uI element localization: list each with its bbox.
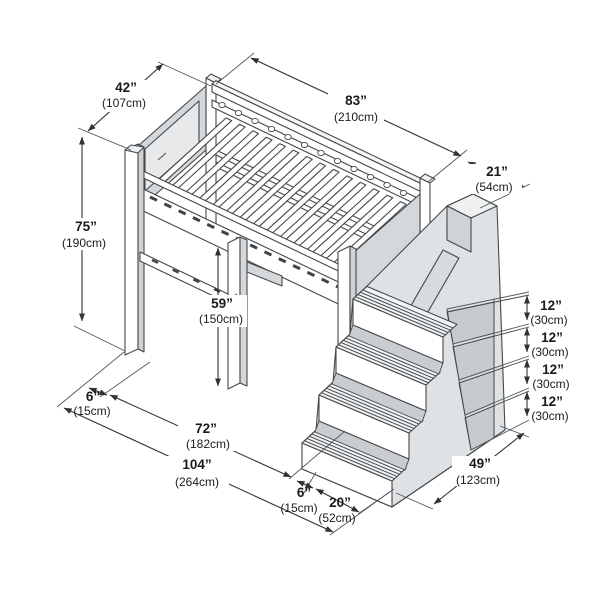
label-shelf-3: 12” [542, 362, 564, 377]
label-under-bed-length-metric: (182cm) [186, 437, 230, 451]
label-stair-depth: 49” [469, 456, 491, 471]
label-shelf-4: 12” [541, 394, 563, 409]
label-bed-length: 83” [345, 93, 367, 108]
label-bed-width-metric: (107cm) [102, 96, 146, 110]
label-overall-height: 75” [75, 219, 97, 234]
label-shelf-1-metric: (30cm) [530, 313, 567, 327]
label-step-depth: 20” [329, 495, 351, 510]
dim-line-front-offset [296, 480, 314, 489]
label-shelf-1: 12” [540, 298, 562, 313]
front-rail-slots [149, 195, 344, 291]
label-shelf-3-metric: (30cm) [532, 377, 569, 391]
label-under-bed-length: 72” [195, 421, 217, 436]
dim-line-left-offset [88, 387, 108, 396]
label-stair-depth-metric: (123cm) [456, 473, 500, 487]
dim-line-step-depth [315, 488, 360, 513]
label-plates [58, 80, 522, 488]
label-clearance: 59” [211, 296, 233, 311]
label-stair-extension-metric: (54cm) [475, 180, 512, 194]
label-shelf-4-metric: (30cm) [531, 409, 568, 423]
support-bracket [246, 261, 283, 287]
label-bed-width: 42” [115, 80, 137, 95]
label-shelf-2: 12” [541, 330, 563, 345]
label-front-offset-metric: (15cm) [280, 501, 317, 515]
left-leg [124, 143, 145, 356]
label-front-offset: 6” [297, 485, 311, 500]
label-step-depth-metric: (52cm) [318, 511, 355, 525]
label-clearance-metric: (150cm) [199, 312, 243, 326]
label-stair-extension: 21” [486, 164, 508, 179]
label-bed-length-metric: (210cm) [334, 110, 378, 124]
label-left-offset: 6” [86, 389, 100, 404]
label-overall-height-metric: (190cm) [62, 236, 106, 250]
shelf-tower-top [446, 193, 498, 253]
label-left-offset-metric: (15cm) [73, 404, 110, 418]
label-shelf-2-metric: (30cm) [531, 345, 568, 359]
dimension-labels: 42” (107cm) 83” (210cm) 21” (54cm) 75” (… [62, 80, 570, 525]
label-overall-length-metric: (264cm) [175, 475, 219, 489]
label-overall-length: 104” [182, 457, 211, 472]
